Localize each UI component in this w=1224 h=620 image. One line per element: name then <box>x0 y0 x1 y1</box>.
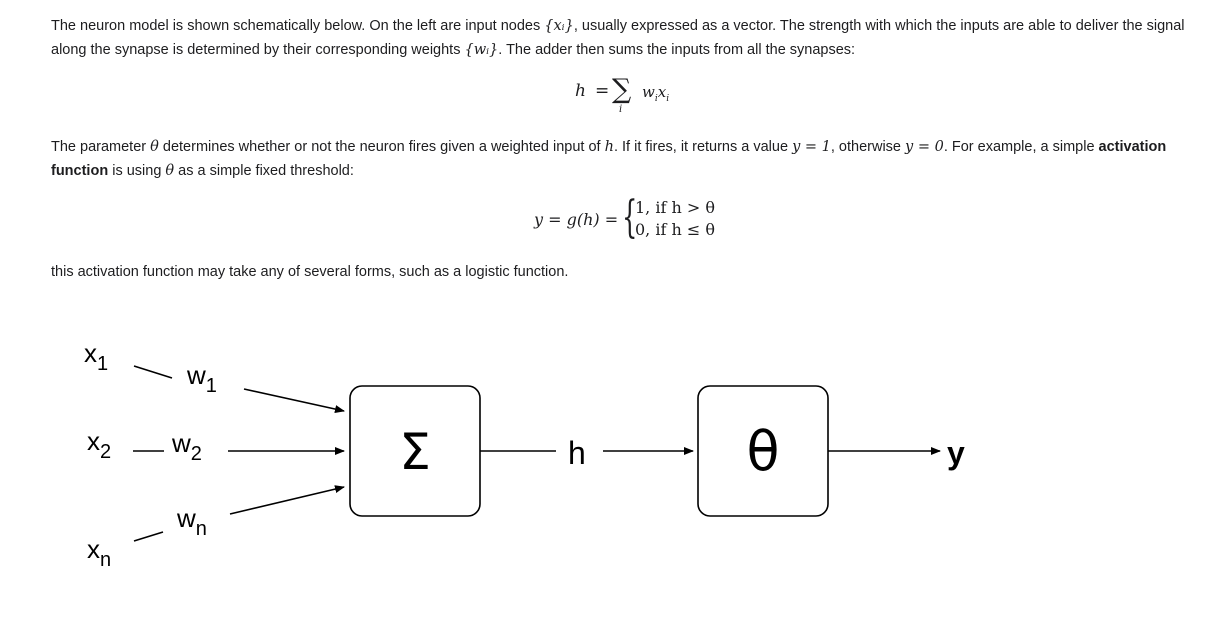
sum-equation: h = ∑ i wixi <box>571 73 701 119</box>
y0-math: y = 0 <box>905 139 944 155</box>
thr-text-7: as a simple fixed threshold: <box>174 163 354 179</box>
activation-function-term: activation function <box>51 139 1167 179</box>
h-math: h <box>604 139 614 155</box>
theta-math-1: θ <box>150 139 159 155</box>
theta-math-2: θ <box>165 163 175 179</box>
adder-node: Σ <box>349 385 481 517</box>
x1-w1-connector <box>133 365 173 379</box>
case-not-fires: 0, if h ≤ θ <box>635 220 715 239</box>
input-nodes-math: {xᵢ} <box>544 18 574 34</box>
input-1: x1 w1 <box>84 338 345 413</box>
theta-symbol: θ <box>746 420 779 483</box>
x2-label: x2 <box>87 426 111 463</box>
sigma-subscript: i <box>619 104 623 115</box>
forms-paragraph: this activation function may take any of… <box>51 264 569 280</box>
intro-text-1: The neuron model is shown schematically … <box>51 18 545 34</box>
term-w: w <box>642 83 655 101</box>
intro-paragraph: The neuron model is shown schematically … <box>51 14 1201 62</box>
y-label: y <box>947 435 965 471</box>
threshold-node: θ <box>697 385 829 517</box>
sum-eq-equals: = <box>595 81 610 101</box>
thr-text-5: . For example, a simple <box>943 139 1099 155</box>
intro-text-3: . The adder then sums the inputs from al… <box>498 42 856 58</box>
thr-text-2: determines whether or not the neuron fir… <box>158 139 605 155</box>
w2-label: w2 <box>171 428 202 465</box>
w1-arrow <box>243 388 345 413</box>
intro-text-2: , usually expressed as a vector. The str… <box>51 18 1185 58</box>
activation-eq-lhs: y = g(h) = <box>534 210 619 229</box>
term-x-sub: i <box>666 94 670 104</box>
input-2: x2 w2 <box>87 426 345 465</box>
h-label: h <box>568 435 586 471</box>
activation-equation: y = g(h) = { 1, if h > θ 0, if h ≤ θ <box>534 196 734 246</box>
term-w-sub: i <box>654 94 658 104</box>
thr-text-4: , otherwise <box>830 139 906 155</box>
weights-math: {wᵢ} <box>464 42 499 58</box>
x1-label: x1 <box>84 338 108 375</box>
sigma-symbol: Σ <box>399 423 431 481</box>
term-x: x <box>657 83 667 101</box>
thr-text-3: . If it fires, it returns a value <box>613 139 793 155</box>
threshold-paragraph: The parameter θ determines whether or no… <box>51 135 1201 183</box>
wn-label: wn <box>176 503 207 540</box>
cases-brace: { <box>622 192 638 243</box>
wn-arrow <box>229 485 345 515</box>
thr-text-6: is using <box>108 163 166 179</box>
sum-eq-term: wixi <box>642 83 669 104</box>
xn-label: xn <box>87 534 111 571</box>
thr-text-1: The parameter <box>51 139 151 155</box>
sum-eq-lhs: h <box>575 81 586 101</box>
y1-math: y = 1 <box>792 139 831 155</box>
w1-label: w1 <box>186 360 217 397</box>
xn-wn-connector <box>133 531 164 542</box>
input-n: xn wn <box>87 485 345 571</box>
sigma-symbol: ∑ <box>612 74 632 105</box>
case-fires: 1, if h > θ <box>635 198 715 217</box>
